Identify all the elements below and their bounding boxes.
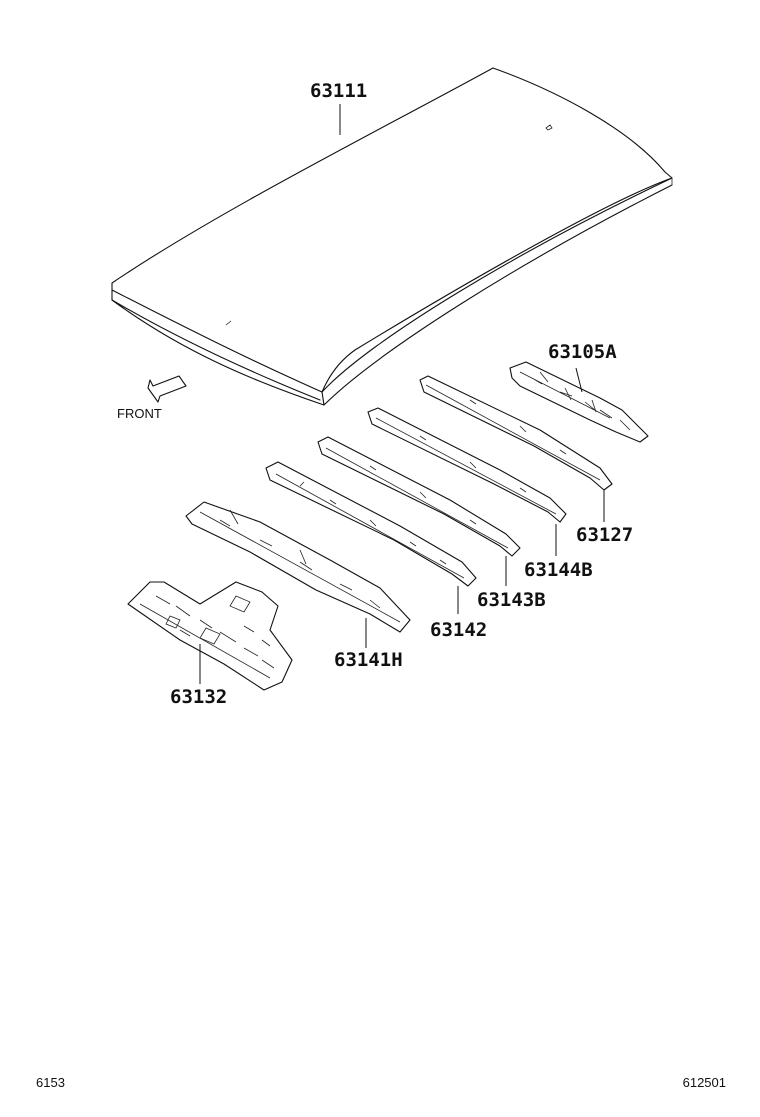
roof-bow-63127[interactable] (419, 375, 613, 491)
label-bow-63127: 63127 (576, 524, 633, 546)
label-rear-rail: 63105A (548, 341, 617, 363)
page-code-left: 6153 (36, 1075, 65, 1090)
label-bow-63143b: 63143B (477, 589, 546, 611)
roof-panel[interactable] (111, 67, 673, 406)
roof-bow-63142[interactable] (265, 461, 477, 587)
label-bow-63144b: 63144B (524, 559, 593, 581)
roof-bow-63143b[interactable] (317, 436, 521, 557)
label-front-header: 63132 (170, 686, 227, 708)
roof-bow-63144b[interactable] (367, 407, 567, 523)
front-label: FRONT (117, 406, 162, 421)
rear-roof-rail[interactable] (509, 361, 649, 443)
label-bow-63142: 63142 (430, 619, 487, 641)
label-roof: 63111 (310, 80, 367, 102)
label-bow-63141h: 63141H (334, 649, 403, 671)
front-direction-arrow: FRONT (117, 375, 187, 421)
roof-bow-63141h[interactable] (185, 501, 411, 633)
leader-rear-rail (575, 367, 583, 393)
page-code-right: 612501 (682, 1075, 726, 1090)
front-roof-header[interactable] (127, 581, 293, 691)
